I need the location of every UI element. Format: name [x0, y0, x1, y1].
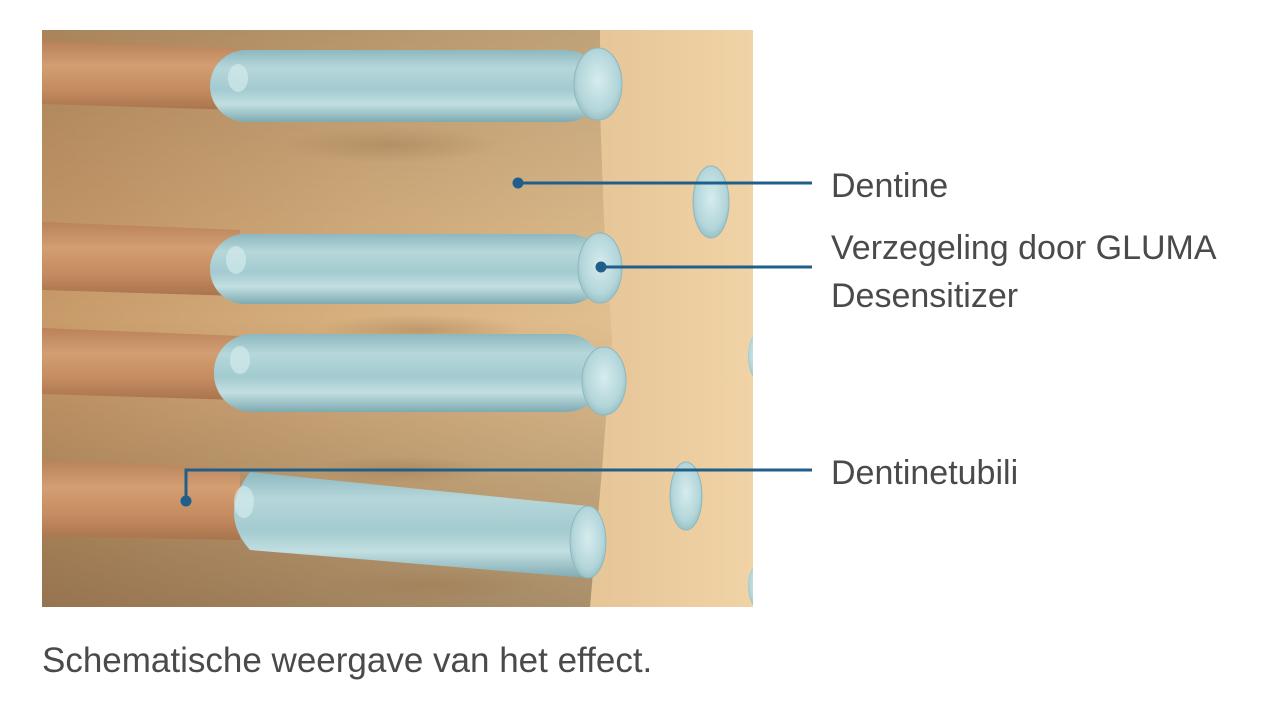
dot-dentine: [512, 177, 524, 189]
leader-lines: [184, 181, 812, 501]
leader-dots: [180, 177, 607, 507]
label-seal-line2: Desensitizer: [831, 277, 1019, 315]
dot-seal: [595, 261, 607, 273]
sealed-opening: [748, 566, 753, 606]
leader-tubuli: [184, 468, 812, 501]
sealed-opening: [669, 461, 703, 531]
illustration-area: [42, 30, 753, 607]
figure-caption: Schematische weergave van het effect.: [42, 641, 653, 680]
tubule-4: [42, 460, 607, 579]
dentine-surface: [590, 30, 753, 607]
label-dentine: Dentine: [831, 167, 949, 205]
label-seal-line1: Verzegeling door GLUMA: [831, 229, 1217, 267]
tubule-1: [42, 42, 623, 122]
tubule-2: [42, 222, 623, 304]
label-dentinetubili: Dentinetubili: [831, 454, 1019, 492]
dot-tubuli: [180, 495, 192, 507]
sealed-opening: [692, 165, 730, 239]
sealed-opening: [748, 335, 753, 377]
tubule-3: [42, 328, 627, 416]
